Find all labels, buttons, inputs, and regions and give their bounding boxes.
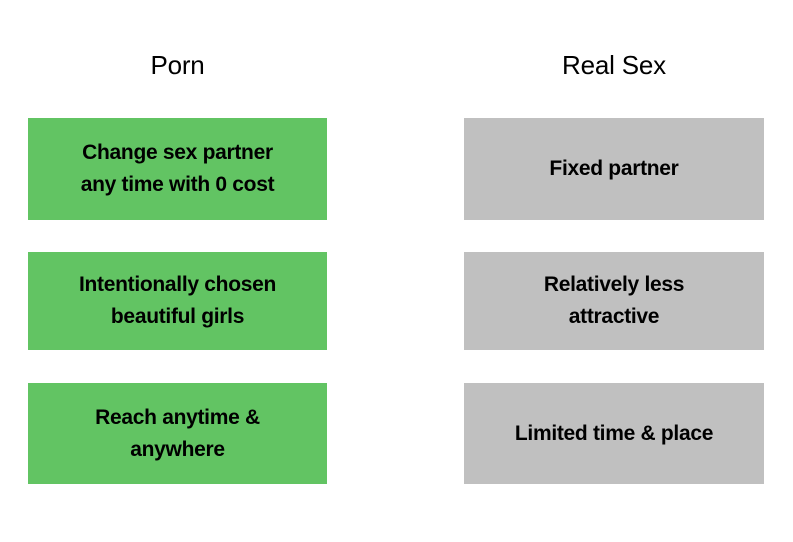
comparison-cell-real-sex-2: Relatively less attractive (464, 252, 764, 350)
comparison-cell-text: Change sex partner any time with 0 cost (80, 141, 275, 196)
comparison-cell-real-sex-1: Fixed partner (464, 118, 764, 220)
comparison-cell-porn-2: Intentionally chosen beautiful girls (28, 252, 327, 350)
comparison-cell-text: Intentionally chosen beautiful girls (78, 273, 277, 328)
comparison-cell-text: Fixed partner (549, 157, 679, 180)
comparison-cell-text: Limited time & place (514, 421, 714, 445)
comparison-cell-real-sex-3: Limited time & place (464, 383, 764, 484)
column-header-real-sex: Real Sex (562, 50, 666, 80)
column-header-porn: Porn (150, 50, 205, 80)
comparison-cell-porn-1: Change sex partner any time with 0 cost (28, 118, 327, 220)
comparison-cell-porn-3: Reach anytime & anywhere (28, 383, 327, 484)
comparison-cell-text: Reach anytime & anywhere (95, 405, 260, 461)
comparison-cell-text: Relatively less attractive (543, 273, 685, 328)
